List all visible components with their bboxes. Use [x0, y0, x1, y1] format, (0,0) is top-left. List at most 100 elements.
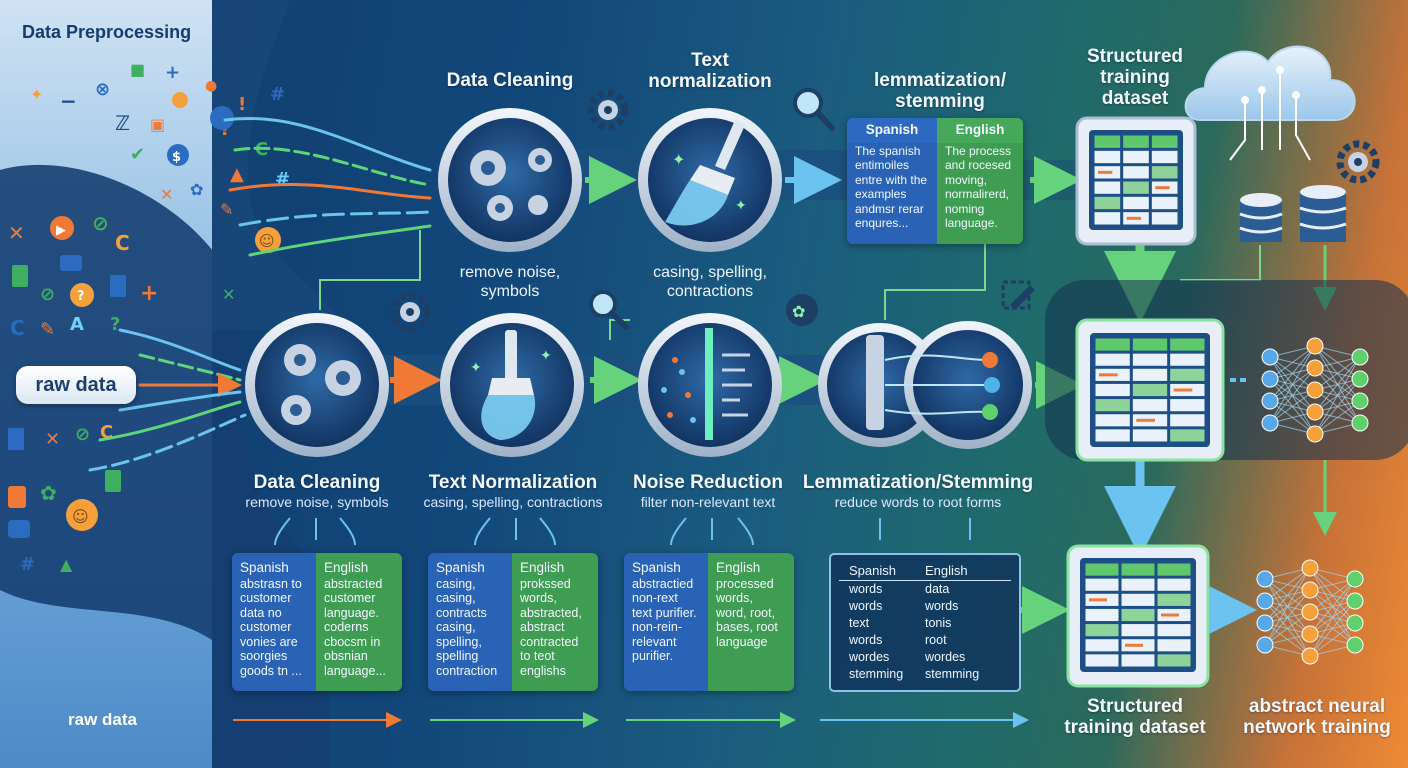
network-node: [1261, 392, 1279, 410]
svg-text:✔: ✔: [130, 144, 145, 165]
grid-cell: [1085, 654, 1119, 667]
network-node: [1306, 425, 1324, 443]
svg-text:✦: ✦: [735, 197, 747, 213]
network-node: [1301, 647, 1319, 665]
bottom-lemmatization-circles: [818, 321, 1032, 449]
card-2-spanish-text: casing, casing, contracts casing, spelli…: [436, 576, 498, 678]
card-3-english-text: processed words, word, root, bases, root…: [716, 576, 778, 649]
bottom-stage-2-subtitle: casing, spelling, contractions: [423, 494, 603, 510]
network-node: [1351, 414, 1369, 432]
bottom-stage-4-title: Lemmatization/Stemming: [802, 472, 1034, 493]
card-3-spanish-text: abstractied non-rext text purifier. non-…: [632, 576, 697, 664]
network-node: [1346, 614, 1364, 632]
neural-network-icon-bottom: [1256, 559, 1364, 665]
network-node: [1261, 414, 1279, 432]
page-title: Data Preprocessing: [22, 22, 192, 42]
top-card-spanish-header: Spanish: [847, 118, 937, 143]
middle-structured-dataset-icon: [1075, 318, 1225, 462]
grid-cell: [1157, 593, 1191, 606]
svg-text:⊘: ⊘: [92, 211, 109, 235]
svg-text:✕: ✕: [160, 185, 173, 204]
grid-cell: [1095, 353, 1130, 366]
grid-cell: [1085, 639, 1119, 652]
network-node: [1256, 614, 1274, 632]
grid-cell: [1170, 429, 1205, 442]
grid-cell: [1094, 212, 1121, 225]
card-2-spanish-header: Spanish: [436, 560, 485, 575]
vocab-cell: stemming: [849, 667, 904, 681]
bottom-structured-dataset-title: Structured training dataset: [1064, 696, 1206, 738]
svg-text:⊘: ⊘: [75, 424, 90, 445]
top-card-english-text: The process and rocesed moving, normalir…: [945, 143, 1012, 231]
svg-text:▲: ▲: [60, 555, 73, 574]
svg-text:▲: ▲: [230, 164, 244, 185]
svg-text:✿: ✿: [190, 180, 203, 199]
network-edge: [1269, 367, 1316, 424]
svg-text:✿: ✿: [40, 481, 57, 505]
grid-cell: [1094, 135, 1121, 148]
grid-mark: [1136, 418, 1155, 422]
grid-cell: [1157, 578, 1191, 591]
bottom-text-normalization-circle: ✦ ✦: [440, 313, 584, 457]
grid-cell: [1121, 654, 1155, 667]
grid-cell: [1170, 368, 1205, 381]
bottom-magnifier-icon: [589, 290, 629, 330]
neural-network-icon-top: [1261, 337, 1369, 443]
vocab-cell: words: [849, 633, 883, 647]
card-2-english-text: prokssed words, abstracted, abstract con…: [520, 576, 582, 678]
network-node: [1346, 636, 1364, 654]
bottom-structured-dataset-icon: [1066, 544, 1210, 688]
svg-text:✦: ✦: [30, 85, 43, 104]
top-text-normalization-circle: ✦ ✦: [638, 108, 782, 252]
top-magnifier-icon: [793, 88, 835, 131]
svg-text:✦: ✦: [470, 359, 482, 375]
vocab-cell: words: [849, 582, 883, 596]
bottom-stage-3-title: Noise Reduction: [633, 472, 783, 493]
network-edge: [1314, 356, 1361, 413]
svg-text:A: A: [70, 314, 84, 335]
grid-cell: [1123, 135, 1149, 148]
network-edge: [1269, 345, 1316, 424]
grid-cell: [1121, 624, 1155, 637]
network-node: [1261, 348, 1279, 366]
network-node: [1351, 392, 1369, 410]
grid-cell: [1121, 608, 1155, 622]
svg-text:●: ●: [205, 78, 217, 94]
vocab-cell: stemming: [925, 667, 980, 681]
grid-cell: [1095, 399, 1130, 412]
top-structured-dataset-title: Structured training dataset: [1086, 46, 1184, 109]
network-node: [1351, 348, 1369, 366]
svg-text:C: C: [115, 231, 130, 255]
incoming-streams: [88, 117, 432, 472]
svg-text:#: #: [20, 554, 35, 575]
cloud-icon: [1184, 45, 1356, 161]
grid-cell: [1132, 399, 1168, 412]
network-edge: [1309, 578, 1356, 657]
grid-cell: [1121, 593, 1155, 606]
network-node: [1301, 603, 1319, 621]
raw-data-pill: raw data: [16, 366, 136, 404]
network-node: [1346, 570, 1364, 588]
grid-cell: [1157, 624, 1191, 637]
network-node: [1306, 403, 1324, 421]
network-edge: [1314, 378, 1361, 435]
grid-cell: [1085, 624, 1119, 637]
vocab-cell: data: [925, 582, 950, 596]
grid-cell: [1094, 196, 1121, 210]
network-node: [1306, 381, 1324, 399]
grid-mark: [1098, 170, 1113, 174]
bottom-card-1: Spanish abstrasn to customer data no cus…: [232, 553, 402, 691]
svg-text:#: #: [275, 169, 290, 190]
network-edge: [1269, 389, 1316, 424]
grid-cell: [1123, 196, 1149, 210]
network-edge: [1309, 578, 1356, 613]
network-edge: [1314, 356, 1361, 435]
grid-cell: [1121, 578, 1155, 591]
edit-icon: [1001, 280, 1035, 310]
vocab-cell: words: [925, 599, 959, 613]
grid-cell: [1151, 150, 1178, 164]
